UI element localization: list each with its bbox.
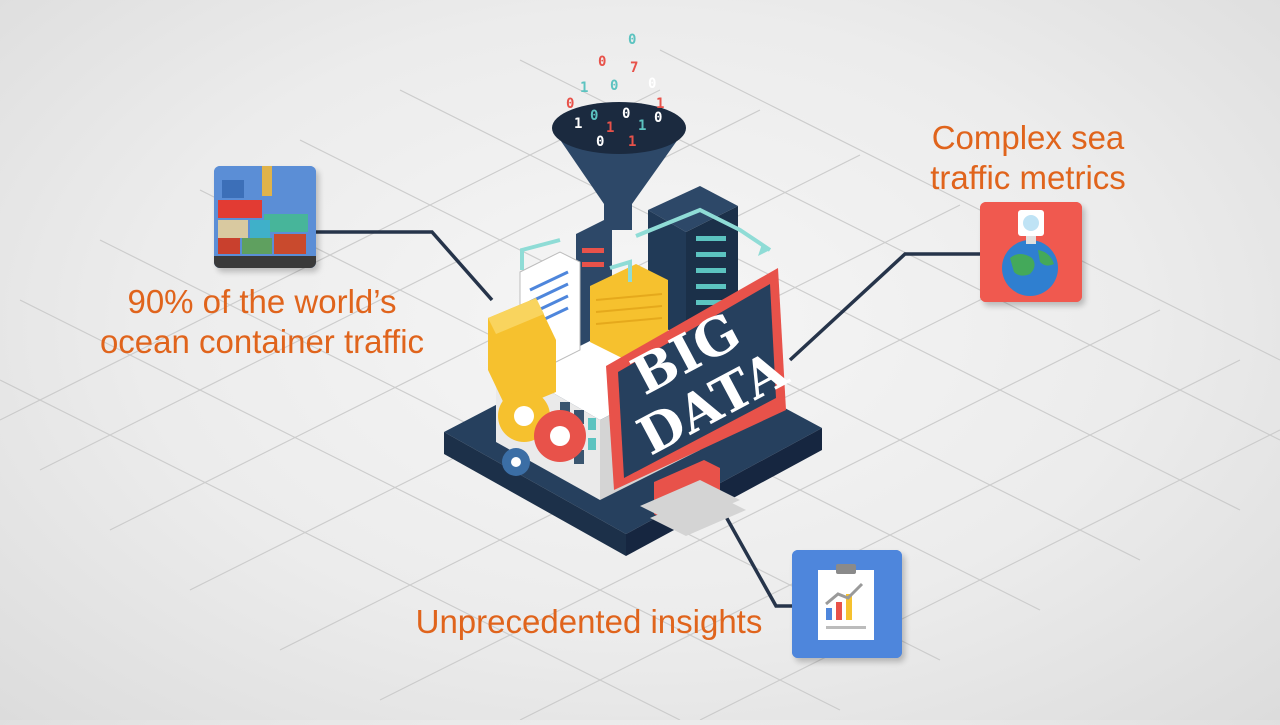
svg-text:7: 7 bbox=[630, 60, 638, 76]
svg-text:1: 1 bbox=[574, 116, 582, 132]
svg-text:1: 1 bbox=[580, 80, 588, 96]
ocean-traffic-label: 90% of the world’s ocean container traff… bbox=[96, 282, 428, 362]
sea-metrics-line2: traffic metrics bbox=[930, 159, 1126, 196]
svg-text:1: 1 bbox=[606, 120, 614, 136]
insights-text: Unprecedented insights bbox=[415, 603, 763, 640]
ocean-traffic-line2: ocean container traffic bbox=[99, 323, 425, 360]
svg-text:0: 0 bbox=[648, 76, 656, 92]
report-clipboard-icon bbox=[792, 550, 902, 658]
svg-text:1: 1 bbox=[656, 96, 664, 112]
globe-camera-icon bbox=[980, 202, 1082, 302]
svg-text:1: 1 bbox=[628, 134, 636, 150]
insights-label: Unprecedented insights bbox=[414, 602, 764, 642]
svg-text:0: 0 bbox=[590, 108, 598, 124]
svg-text:0: 0 bbox=[628, 32, 636, 48]
ocean-traffic-line1: 90% of the world’s bbox=[127, 283, 397, 320]
sea-metrics-label: Complex sea traffic metrics bbox=[920, 118, 1136, 198]
sea-metrics-line1: Complex sea bbox=[931, 119, 1125, 156]
connector-lines bbox=[316, 230, 980, 608]
isometric-grid bbox=[0, 49, 1280, 721]
shipping-containers-icon bbox=[214, 166, 316, 268]
svg-text:0: 0 bbox=[654, 110, 662, 126]
svg-text:0: 0 bbox=[598, 54, 606, 70]
svg-text:0: 0 bbox=[622, 106, 630, 122]
svg-text:0: 0 bbox=[596, 134, 604, 150]
svg-text:0: 0 bbox=[566, 96, 574, 112]
svg-text:0: 0 bbox=[610, 78, 618, 94]
svg-text:1: 1 bbox=[638, 118, 646, 134]
